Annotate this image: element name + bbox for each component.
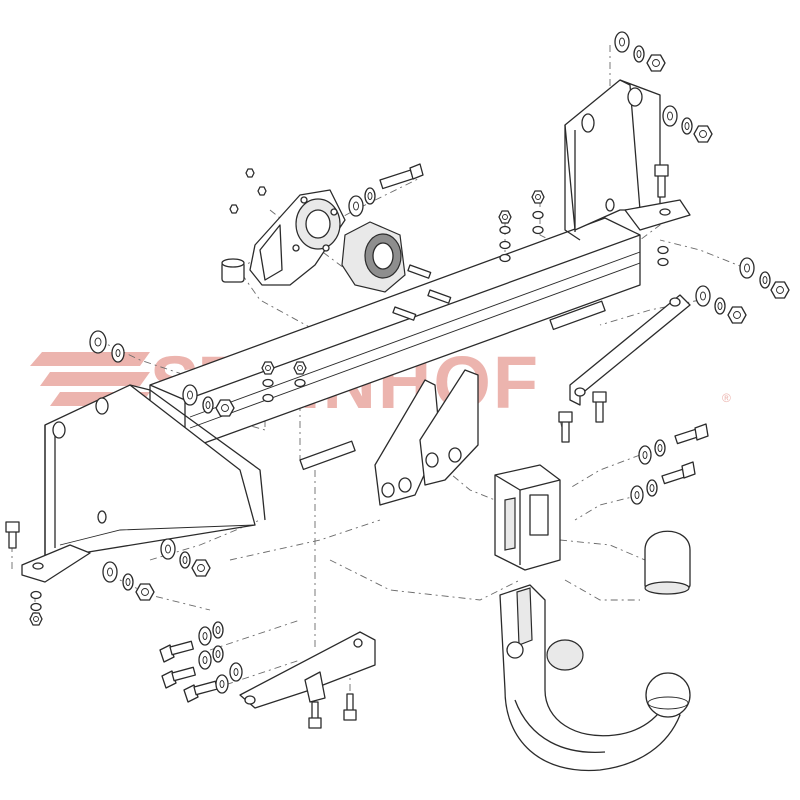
washer-icon [714,297,726,315]
washer-icon [30,602,42,612]
nut-icon [293,361,307,375]
washer-icon [681,117,693,135]
bolt-icon [661,461,696,485]
left-bracket-foot [21,544,91,583]
washer-icon [348,195,364,217]
nut-icon [29,612,43,626]
washer-icon [262,378,274,388]
crossbar-mount-tab [299,440,356,471]
washer-icon [657,257,669,267]
nut-icon [245,168,255,178]
watermark-registered-mark: ® [722,391,731,405]
tow-ball-neck [499,584,691,772]
washer-icon [638,445,652,465]
bolt-icon [592,391,607,423]
washer-icon [198,626,212,646]
nut-icon [261,361,275,375]
socket-spacer-sleeve [221,258,245,283]
nut-icon [646,54,666,72]
washer-icon [532,210,544,220]
washer-icon [182,384,198,406]
washer-icon [111,343,125,363]
washer-icon [294,378,306,388]
washer-icon [102,561,118,583]
lock-housing-block [494,464,561,571]
crossbar-mount-tab-2 [549,300,606,331]
center-ball-mount-plates [374,369,479,506]
washer-icon [262,393,274,403]
washer-icon [657,245,669,255]
bolt-icon [558,411,573,443]
washer-icon [160,538,176,560]
washer-icon [364,187,376,205]
washer-icon [30,590,42,600]
nut-icon [215,399,235,417]
nut-icon [693,125,713,143]
right-side-bracket [564,79,691,241]
tow-ball [645,672,691,718]
bolt-icon [161,666,196,689]
washer-icon [212,645,224,663]
nut-icon [727,306,747,324]
bolt-icon [674,423,709,445]
bottom-support-strap [239,631,376,709]
bolt-icon [379,163,424,190]
washer-icon [614,31,630,53]
nut-icon [191,559,211,577]
washer-icon [630,485,644,505]
nut-icon [531,190,545,204]
bolt-icon [407,264,432,279]
bolt-icon [392,306,417,321]
washer-icon [198,650,212,670]
bolt-icon [427,289,452,304]
washer-icon [215,674,229,694]
nut-icon [135,583,155,601]
washer-icon [499,253,511,263]
washer-icon [499,225,511,235]
washer-icon [739,257,755,279]
nut-icons [29,54,790,626]
washer-icons [30,31,771,694]
bolt-icon [159,640,194,663]
bolt-icon [183,680,218,703]
washer-icon [89,330,107,354]
nut-icon [229,204,239,214]
washer-icon [532,225,544,235]
electrical-socket-bracket [249,189,346,286]
right-bracket-foot [624,199,691,231]
nut-icon [498,210,512,224]
bolt-icons [5,163,709,729]
washer-icon [759,271,771,289]
bolt-icon [5,521,20,549]
nut-icon [257,186,267,196]
washer-icon [122,573,134,591]
washer-icon [633,45,645,63]
bolt-icon [308,701,322,729]
nut-icon [770,281,790,299]
right-strap-bar [569,294,691,406]
left-side-bracket [21,384,266,583]
tow-ball-cap-icon [644,530,691,595]
washer-icon [179,551,191,569]
washer-icon [202,396,214,414]
washer-icon [229,662,243,682]
bolt-icon [654,164,669,198]
washer-icon [499,240,511,250]
washer-icon [654,439,666,457]
bolt-icon [343,693,357,721]
washer-icon [662,105,678,127]
electrical-socket-icon [341,221,406,293]
washer-icon [212,621,224,639]
washer-icon [646,479,658,497]
washer-icon [695,285,711,307]
